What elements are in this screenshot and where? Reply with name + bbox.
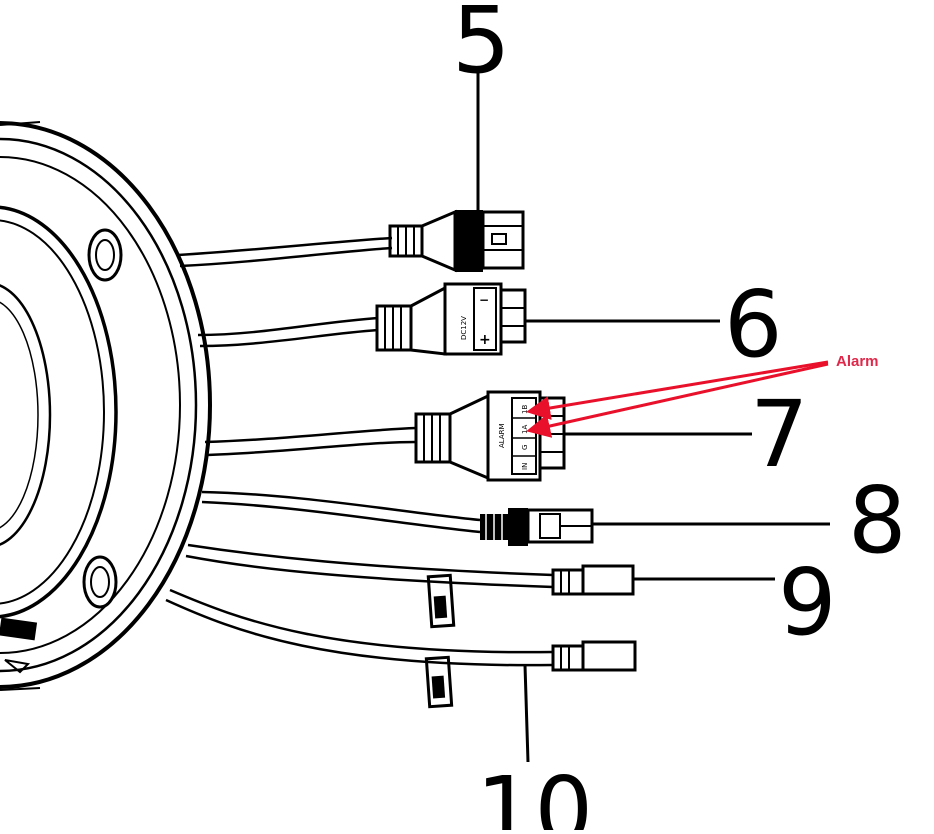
screw-hole-top: [87, 228, 123, 282]
callout-10: 10: [476, 757, 593, 830]
audio-connector-9: [426, 564, 635, 629]
audio-connector-10: [424, 640, 637, 709]
alarm-arrow-1b: [526, 360, 829, 420]
bnc-connector: [480, 508, 594, 546]
alarm-arrow-1a: [526, 362, 829, 438]
alarm-annotation: Alarm: [526, 352, 880, 438]
callout-6: 6: [724, 271, 783, 378]
alarm-label: Alarm: [836, 353, 879, 370]
terminal-g-label: G: [521, 445, 529, 450]
camera-base: [0, 121, 212, 691]
power-connector: DC12V − +: [375, 282, 527, 356]
callout-9: 9: [778, 549, 837, 656]
network-connector: [388, 209, 525, 273]
callout-7: 7: [750, 381, 809, 488]
terminal-1a-label: 1A: [521, 425, 529, 434]
callout-8: 8: [848, 467, 907, 574]
leader-lines: [476, 72, 830, 763]
terminal-minus: −: [479, 293, 489, 307]
cable-bundle: [165, 236, 554, 667]
alarm-block-label: ALARM: [498, 423, 506, 448]
power-connector-label: DC12V: [460, 316, 468, 340]
terminal-plus: +: [479, 332, 491, 348]
callout-5: 5: [452, 0, 511, 94]
alarm-connector: ALARM 1B 1A G IN: [414, 390, 566, 482]
terminal-1b-label: 1B: [521, 405, 529, 414]
screw-hole-bottom: [82, 555, 118, 609]
terminal-in-label: IN: [521, 463, 529, 470]
